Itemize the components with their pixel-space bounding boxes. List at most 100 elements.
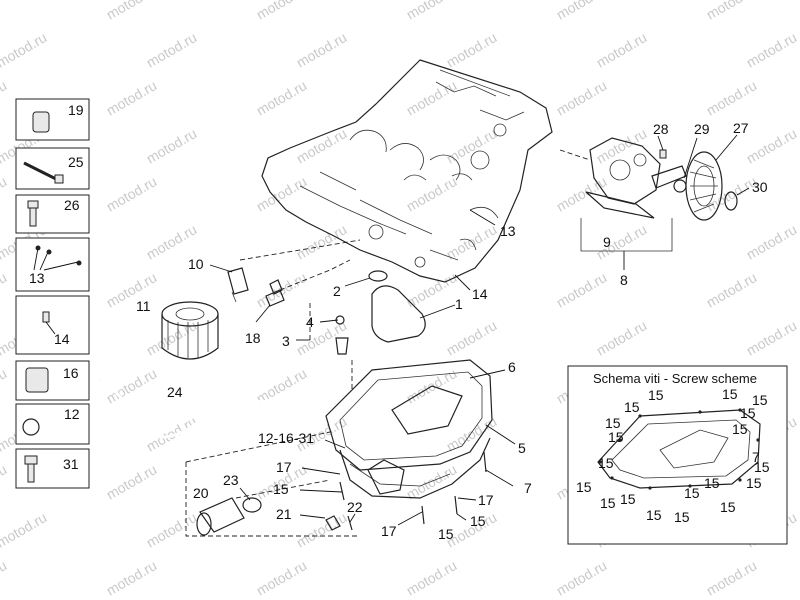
- oil-pump-drawing: [580, 137, 738, 252]
- watermark-text: motod.ru: [594, 221, 650, 262]
- callout-14: 14: [472, 286, 488, 302]
- watermark-text: motod.ru: [704, 77, 760, 118]
- watermark-text: motod.ru: [104, 365, 160, 406]
- callout-23: 23: [223, 472, 239, 488]
- legend-box-19: [15, 98, 90, 141]
- screw-scheme-label: 15: [605, 415, 621, 431]
- watermark-text: motod.ru: [0, 29, 49, 70]
- callout-29: 29: [694, 121, 710, 137]
- watermark-text: motod.ru: [704, 557, 760, 598]
- oil-pressure-switch-10: [227, 267, 249, 303]
- o-ring-29: [673, 179, 687, 193]
- callout-10: 10: [188, 256, 204, 272]
- watermark-text: motod.ru: [594, 29, 650, 70]
- oil-hose-24: [99, 378, 271, 439]
- watermark-text: motod.ru: [144, 125, 200, 166]
- gear-27: [685, 151, 723, 221]
- screw-scheme-label: 15: [598, 455, 614, 471]
- watermark-text: motod.ru: [0, 461, 9, 502]
- watermark-text: motod.ru: [294, 125, 350, 166]
- legend-label: 25: [68, 154, 84, 170]
- sleeve-icon: [25, 367, 49, 393]
- screw-scheme-label: 15: [648, 387, 664, 403]
- screw-icon: [76, 260, 82, 266]
- watermark-text: motod.ru: [744, 317, 800, 358]
- watermark-text: motod.ru: [404, 173, 460, 214]
- screw-scheme-label: 15: [740, 405, 756, 421]
- screw-scheme-label: 15: [646, 507, 662, 523]
- screw-icon: [24, 455, 38, 465]
- pump-gasket: [585, 191, 655, 219]
- watermark-text: motod.ru: [254, 557, 310, 598]
- callout-22: 22: [347, 499, 363, 515]
- callout-8: 8: [620, 272, 628, 288]
- watermark-text: motod.ru: [704, 269, 760, 310]
- screw-scheme-label: 15: [720, 499, 736, 515]
- watermark-text: motod.ru: [144, 29, 200, 70]
- watermark-text: motod.ru: [104, 0, 160, 23]
- watermark-text: motod.ru: [294, 221, 350, 262]
- watermark-text: motod.ru: [104, 269, 160, 310]
- watermark-text: motod.ru: [554, 173, 610, 214]
- screw-scheme-label: 15: [674, 509, 690, 525]
- screw-scheme-label: 15: [620, 491, 636, 507]
- watermark-text: motod.ru: [0, 509, 49, 550]
- screw-scheme-label: 15: [704, 475, 720, 491]
- callout-20: 20: [193, 485, 209, 501]
- legend-column: 19 25 26 13 14 16 12 31: [15, 98, 90, 489]
- long-bolt-icon: [23, 161, 59, 182]
- callout-2: 2: [333, 283, 341, 299]
- screw-icon: [46, 249, 52, 255]
- screw-scheme-panel: Schema viti - Screw scheme 1515151515151…: [567, 365, 788, 545]
- watermark-text: motod.ru: [444, 413, 500, 454]
- legend-label: 13: [29, 270, 45, 286]
- screw-scheme-label: 15: [684, 485, 700, 501]
- watermark-text: motod.ru: [554, 269, 610, 310]
- screw-hole-markers: [598, 408, 760, 490]
- screw-scheme-label: 15: [624, 399, 640, 415]
- callout-28: 28: [653, 121, 669, 137]
- watermark-text: motod.ru: [444, 29, 500, 70]
- callout-15: 15: [470, 513, 486, 529]
- callout-24: 24: [167, 384, 183, 400]
- watermark-text: motod.ru: [254, 173, 310, 214]
- callout-15: 15: [438, 526, 454, 542]
- watermark-text: motod.ru: [744, 221, 800, 262]
- oil-filter-drawing: [161, 301, 219, 360]
- watermark-text: motod.ru: [444, 125, 500, 166]
- legend-box-13: [15, 237, 90, 292]
- bolt-head-icon: [54, 174, 64, 184]
- watermark-text: motod.ru: [254, 77, 310, 118]
- oil-sump-drawing: [325, 359, 493, 499]
- callout-11: 11: [136, 298, 151, 314]
- callout-3: 3: [282, 333, 290, 349]
- watermark-text: motod.ru: [0, 0, 9, 23]
- legend-box-14: [15, 295, 90, 355]
- watermark-text: motod.ru: [104, 173, 160, 214]
- watermark-text: motod.ru: [0, 365, 9, 406]
- assembly-dashed-lines: [185, 149, 591, 537]
- callout-4: 4: [306, 314, 314, 330]
- bracket-9: [580, 218, 673, 252]
- screw-scheme-label: 15: [722, 386, 738, 402]
- callout-5: 5: [518, 440, 526, 456]
- screw-icon: [35, 245, 41, 251]
- screw-scheme-title: Schema viti - Screw scheme: [593, 371, 757, 386]
- legend-label: 26: [64, 197, 80, 213]
- screw-scheme-label: 7: [752, 449, 760, 465]
- watermark-text: motod.ru: [744, 125, 800, 166]
- screw-scheme-label: 15: [732, 421, 748, 437]
- leader-lines: [209, 134, 750, 526]
- drain-components: [196, 451, 487, 536]
- callout-17: 17: [381, 523, 397, 539]
- screw-scheme-label: 15: [754, 459, 770, 475]
- dipstick-pipe-drawing: [335, 270, 426, 355]
- legend-label: 14: [54, 331, 70, 347]
- stud-icon: [42, 311, 50, 323]
- watermark-text: motod.ru: [404, 77, 460, 118]
- screw-scheme-label: 15: [600, 495, 616, 511]
- watermark-text: motod.ru: [104, 77, 160, 118]
- washer-icon: [22, 418, 40, 436]
